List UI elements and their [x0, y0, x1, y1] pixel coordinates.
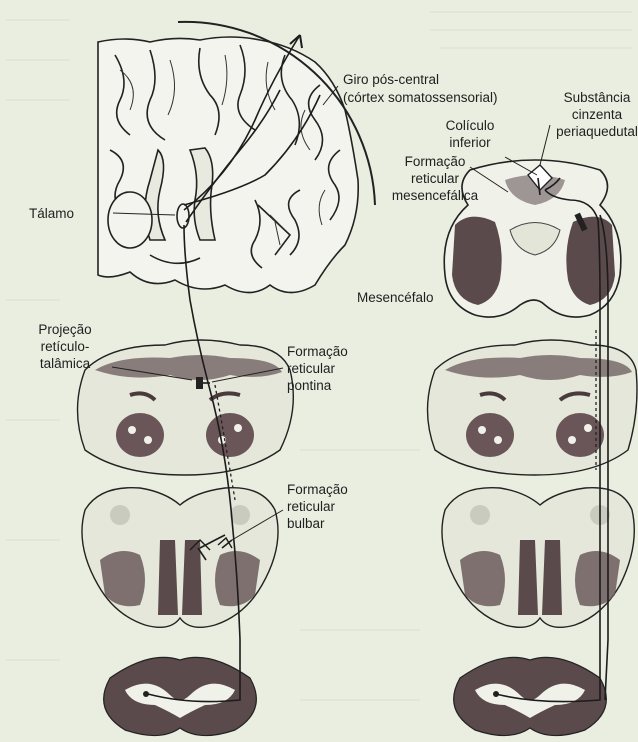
midbrain-section [444, 160, 621, 317]
label-formacao-bulbar-line2: reticular [287, 499, 336, 514]
label-formacao-pontina-line2: reticular [287, 361, 336, 376]
pons-section-right [428, 340, 638, 475]
label-projecao-line1: Projeção [38, 322, 91, 337]
spinal-cord-section-right [454, 657, 607, 735]
label-formacao-mes-line1: Formação [405, 154, 466, 169]
spinal-cord-section-left [104, 657, 257, 735]
label-coliculo-line2: inferior [449, 135, 491, 150]
label-projecao-line2: retículo- [41, 339, 90, 354]
label-substancia-line1: Substância [564, 90, 631, 105]
label-mesencefalo: Mesencéfalo [357, 290, 434, 305]
label-formacao-pontina-line1: Formação [287, 344, 348, 359]
label-substancia-line3: periaquedutal [556, 124, 638, 139]
label-formacao-pontina-line3: pontina [287, 378, 332, 393]
label-formacao-bulbar-line1: Formação [287, 482, 348, 497]
label-giro-line2: (córtex somatossensorial) [343, 90, 498, 105]
medulla-section-left [82, 488, 278, 628]
label-formacao-bulbar-line3: bulbar [287, 516, 325, 531]
label-projecao-line3: talâmica [40, 356, 91, 371]
medulla-section-right [442, 488, 634, 628]
pontine-reticular-marker [196, 377, 203, 389]
label-formacao-mes-line2: reticular [411, 171, 460, 186]
label-formacao-mes-line3: mesencefálica [392, 188, 479, 203]
label-giro-line1: Giro pós-central [343, 72, 439, 87]
label-substancia-line2: cinzenta [572, 107, 623, 122]
label-coliculo-line1: Colículo [446, 118, 495, 133]
label-talamo: Tálamo [29, 206, 74, 221]
pons-section-left [78, 340, 294, 475]
